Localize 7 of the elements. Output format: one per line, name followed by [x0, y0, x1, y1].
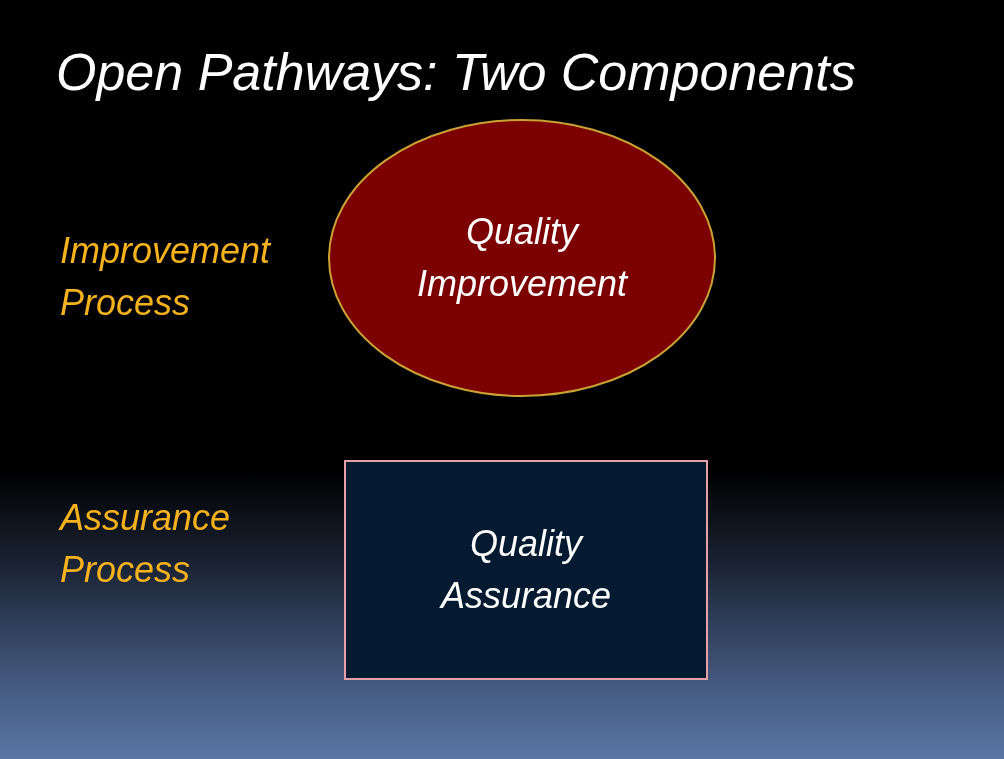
node-label: Quality Improvement — [415, 209, 630, 306]
slide-title: Open Pathways: Two Components — [56, 42, 856, 102]
rectangle-node — [344, 460, 708, 680]
node-label: Quality Assurance — [438, 521, 613, 618]
row-label: Assurance Process — [60, 496, 232, 593]
ellipse-node — [327, 118, 717, 398]
row-label: Improvement Process — [60, 229, 273, 326]
